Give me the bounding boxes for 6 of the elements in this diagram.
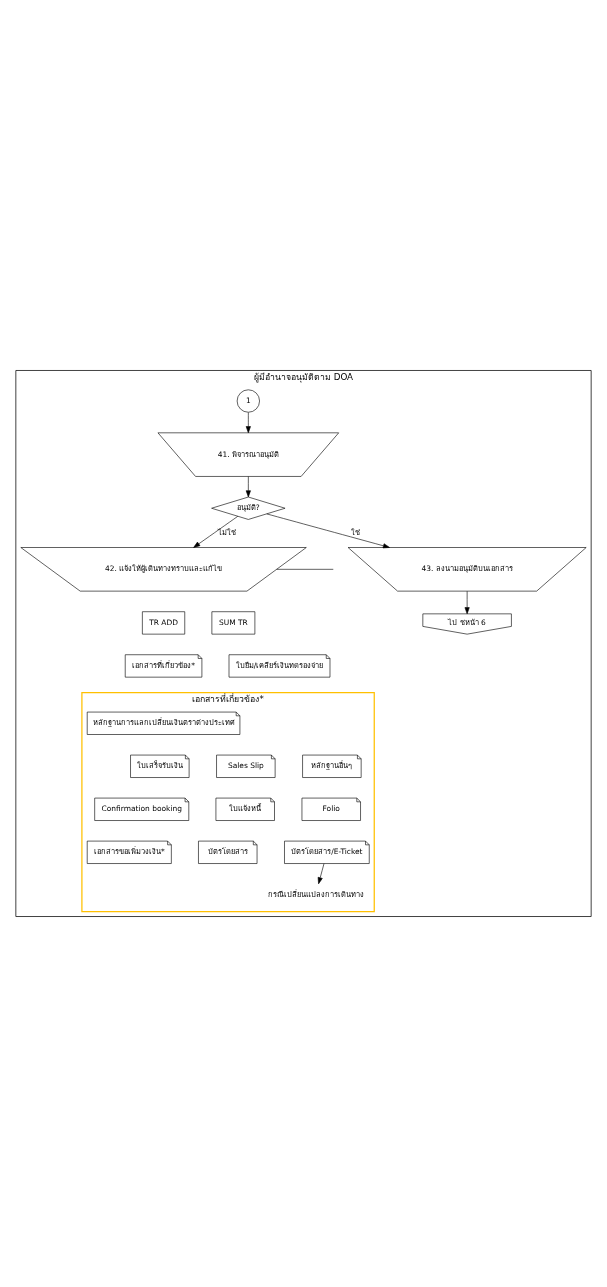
arrow [245,476,251,498]
arrow [193,516,239,548]
arrow [266,513,390,549]
arrow [317,863,325,885]
arrow [464,590,470,615]
arrow [245,412,251,434]
